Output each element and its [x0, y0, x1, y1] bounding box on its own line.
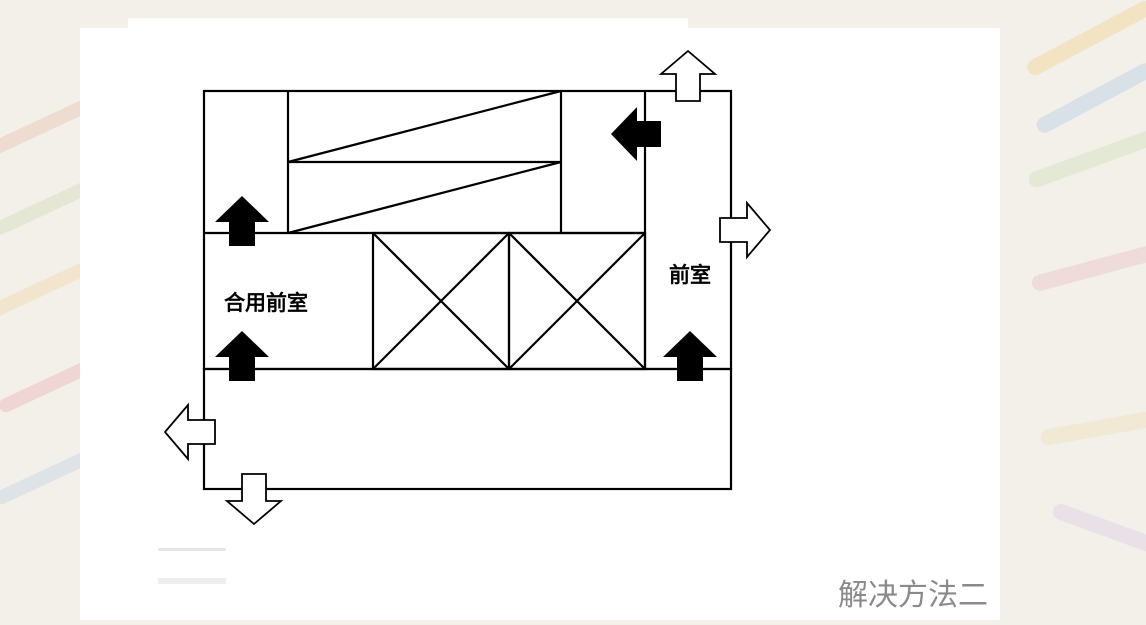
vestibule-label: 前室: [669, 263, 711, 287]
page-mark: [158, 548, 226, 584]
shared-vestibule-label: 合用前室: [224, 291, 308, 315]
caption: 解决方法二: [838, 578, 988, 613]
paper-sheet: [80, 28, 1000, 620]
solid-arrow-icon: [215, 331, 269, 381]
hollow-arrow-icon: [719, 202, 771, 258]
solid-arrow-icon: [215, 196, 269, 246]
stair-flight-upper: [287, 89, 562, 164]
hollow-arrow-icon: [164, 404, 216, 460]
hollow-arrow-icon: [226, 473, 282, 525]
solid-arrow-icon: [611, 107, 661, 161]
hollow-arrow-icon: [660, 50, 716, 102]
elevator-shaft-2: [507, 231, 647, 371]
solid-arrow-icon: [663, 331, 717, 381]
lower-corridor: [202, 367, 733, 491]
stair-flight-lower: [287, 160, 562, 235]
